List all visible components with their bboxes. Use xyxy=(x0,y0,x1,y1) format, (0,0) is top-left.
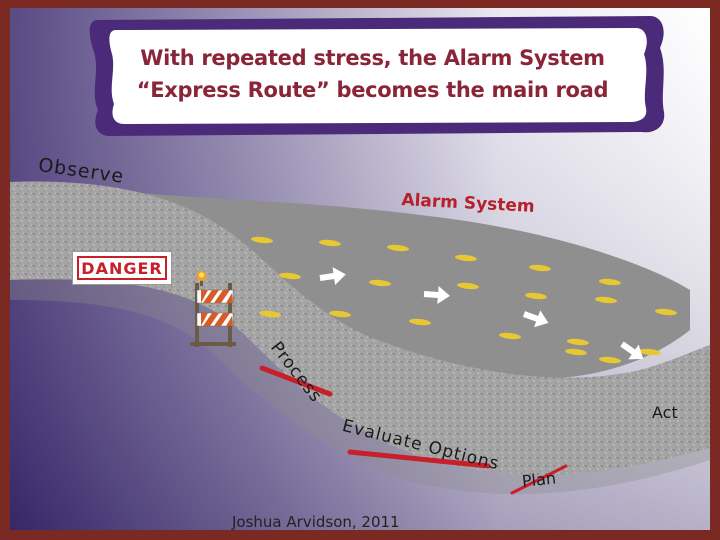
lane-dash xyxy=(409,318,431,326)
arrow-icon xyxy=(423,285,450,304)
lane-dash xyxy=(329,310,351,318)
lane-dash xyxy=(455,254,477,262)
lane-dash xyxy=(655,308,677,316)
thinking-road xyxy=(10,181,710,475)
arrow-icon xyxy=(620,341,644,360)
danger-sign: DANGER xyxy=(72,251,172,285)
title-line-1: With repeated stress, the Alarm System xyxy=(140,46,605,70)
lane-marks xyxy=(251,236,677,364)
lane-dash xyxy=(499,332,521,340)
arrow-icon xyxy=(522,310,549,328)
lane-dash xyxy=(251,236,273,244)
label-act: Act xyxy=(652,403,678,422)
danger-text: DANGER xyxy=(81,258,163,278)
lane-dash xyxy=(369,279,391,287)
title-banner xyxy=(109,28,647,124)
lane-dash xyxy=(639,348,661,356)
title-line-2: “Express Route” becomes the main road xyxy=(136,78,609,102)
evaluate-strike xyxy=(347,449,491,469)
express-arrows xyxy=(319,267,644,360)
lane-dash xyxy=(599,356,621,364)
process-strike xyxy=(259,365,333,397)
arrow-icon xyxy=(319,267,346,285)
lane-dash xyxy=(387,244,409,252)
slide-title: With repeated stress, the Alarm System “… xyxy=(100,18,645,130)
lane-dash xyxy=(529,264,551,272)
lane-dash xyxy=(565,348,587,356)
lane-dash xyxy=(595,296,617,304)
lane-dash xyxy=(457,282,479,290)
barricade-icon xyxy=(190,271,236,347)
lane-dash xyxy=(259,310,281,318)
lane-dash xyxy=(567,338,589,346)
lane-dash xyxy=(525,292,547,300)
label-plan: Plan xyxy=(521,468,557,491)
author-credit: Joshua Arvidson, 2011 xyxy=(232,513,400,531)
danger-sign-border: DANGER xyxy=(77,256,167,280)
plan-strike xyxy=(510,464,568,495)
lane-dash xyxy=(599,278,621,286)
lane-dash xyxy=(319,239,341,247)
lane-dash xyxy=(279,272,301,280)
